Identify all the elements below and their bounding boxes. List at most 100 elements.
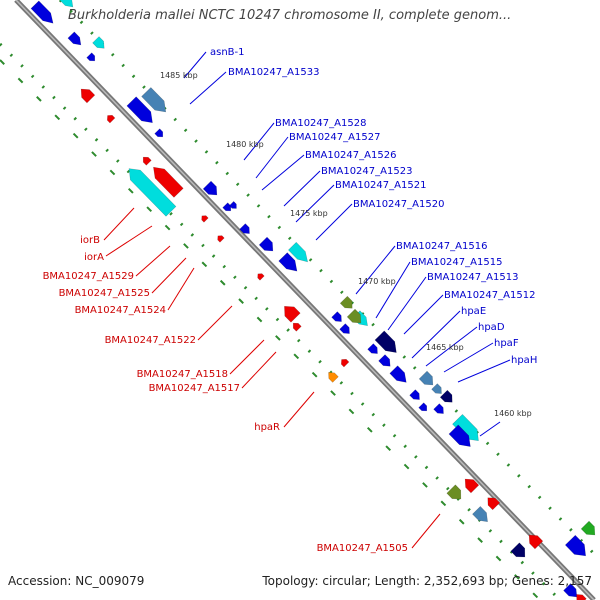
- reverse-gene-arrow: [153, 166, 184, 198]
- leader-line: [255, 136, 289, 179]
- gene-label: BMA10247_A1524: [75, 305, 166, 316]
- gene-label: BMA10247_A1521: [335, 180, 426, 191]
- forward-gene-arrow: [472, 506, 488, 523]
- topology-info: Topology: circular; Length: 2,352,693 bp…: [262, 574, 592, 588]
- kbp-tick: 1465 kbp: [426, 343, 464, 352]
- leader-line: [261, 154, 305, 191]
- leader-line: [457, 359, 511, 383]
- forward-gene-arrow: [433, 403, 444, 414]
- leader-line: [229, 339, 265, 375]
- reverse-gene-arrow: [128, 168, 177, 217]
- leader-line: [283, 170, 321, 207]
- forward-gene-arrow: [510, 542, 526, 558]
- reverse-gene-arrow: [487, 497, 501, 511]
- reverse-gene-arrow: [328, 372, 339, 383]
- leader-line: [243, 122, 275, 161]
- leader-line: [283, 391, 315, 428]
- gene-label: BMA10247_A1533: [228, 67, 319, 78]
- forward-gene-arrow: [446, 484, 462, 500]
- forward-gene-arrow: [580, 520, 596, 536]
- gene-label: asnB-1: [210, 47, 245, 58]
- track-dots-3: [0, 59, 541, 600]
- reverse-gene-arrow: [464, 478, 480, 494]
- gene-label: hpaR: [254, 422, 280, 433]
- leader-line: [167, 267, 195, 311]
- gene-label: BMA10247_A1505: [317, 543, 408, 554]
- forward-gene-arrow: [86, 52, 96, 62]
- forward-gene-arrow: [374, 330, 397, 353]
- forward-gene-arrow: [367, 343, 378, 354]
- reverse-gene-arrow: [80, 88, 96, 104]
- reverse-gene-arrow: [284, 306, 301, 323]
- kbp-tick-labels: 1485 kbp 1480 kbp 1475 kbp 1470 kbp 1465…: [160, 71, 532, 418]
- gene-label: BMA10247_A1516: [396, 241, 487, 252]
- forward-gene-labels: asnB-1 BMA10247_A1533 BMA10247_A1528 BMA…: [210, 47, 537, 366]
- forward-gene-arrow: [409, 389, 420, 400]
- forward-gene-arrow: [452, 414, 479, 442]
- reverse-gene-arrow: [201, 215, 209, 223]
- leader-line: [241, 351, 277, 389]
- forward-gene-arrow: [239, 223, 250, 234]
- reverse-gene-labels: iorB iorA BMA10247_A1529 BMA10247_A1525 …: [43, 235, 408, 554]
- leader-line: [189, 71, 227, 105]
- forward-gene-arrow: [331, 311, 342, 322]
- leader-line: [105, 225, 153, 257]
- gene-label: BMA10247_A1512: [444, 290, 535, 301]
- gene-label: BMA10247_A1522: [105, 335, 196, 346]
- gene-label: hpaH: [511, 355, 537, 366]
- forward-gene-arrow: [154, 128, 164, 138]
- gene-label: iorA: [84, 252, 104, 263]
- forward-gene-arrow: [346, 308, 362, 324]
- gene-label: hpaF: [494, 338, 519, 349]
- reverse-gene-arrow: [576, 594, 587, 600]
- forward-gene-arrow: [339, 295, 353, 309]
- leader-line: [103, 207, 135, 241]
- leader-line: [411, 513, 441, 549]
- forward-gene-arrow: [288, 241, 309, 263]
- reverse-gene-arrow: [142, 156, 152, 166]
- reverse-gene-arrow: [106, 115, 116, 124]
- gene-label: BMA10247_A1528: [275, 118, 366, 129]
- reverse-gene-arrow: [292, 322, 302, 332]
- forward-gene-arrow: [563, 583, 578, 598]
- leader-line: [315, 203, 353, 241]
- kbp-tick: 1470 kbp: [358, 277, 396, 286]
- label-leader-lines: [103, 51, 511, 549]
- gene-label: BMA10247_A1515: [411, 257, 502, 268]
- reverse-gene-arrow: [217, 235, 225, 243]
- forward-gene-arrow: [141, 87, 167, 113]
- leader-line: [295, 184, 335, 223]
- kbp-tick: 1480 kbp: [226, 140, 264, 149]
- accession-info: Accession: NC_009079: [8, 574, 145, 588]
- leader-line: [135, 245, 171, 277]
- leader-line: [183, 51, 207, 79]
- gene-label: iorB: [80, 235, 100, 246]
- forward-gene-arrow: [439, 389, 453, 403]
- gene-label: BMA10247_A1513: [427, 272, 518, 283]
- forward-gene-arrow: [202, 180, 218, 196]
- forward-gene-arrow: [564, 534, 586, 557]
- gene-label: BMA10247_A1518: [137, 369, 228, 380]
- gene-label: BMA10247_A1517: [149, 383, 240, 394]
- leader-line: [479, 421, 501, 437]
- leader-line: [443, 342, 494, 373]
- gene-label: BMA10247_A1525: [59, 288, 150, 299]
- forward-gene-arrow: [126, 96, 153, 124]
- forward-gene-arrow: [431, 383, 442, 394]
- forward-gene-arrow: [418, 402, 428, 412]
- forward-gene-arrow: [92, 36, 105, 49]
- gene-label: BMA10247_A1529: [43, 271, 134, 282]
- forward-gene-arrow: [30, 0, 54, 24]
- forward-gene-arrow: [59, 0, 74, 8]
- forward-gene-arrow: [378, 354, 391, 367]
- reverse-gene-arrow: [340, 359, 350, 368]
- reverse-gene-arrow: [528, 534, 544, 550]
- gene-label: BMA10247_A1520: [353, 199, 444, 210]
- leader-line: [387, 276, 427, 331]
- gene-label: hpaE: [461, 306, 486, 317]
- kbp-tick: 1475 kbp: [290, 209, 328, 218]
- forward-gene-arrow: [278, 252, 298, 272]
- leader-line: [403, 294, 444, 335]
- gene-label: BMA10247_A1523: [321, 166, 412, 177]
